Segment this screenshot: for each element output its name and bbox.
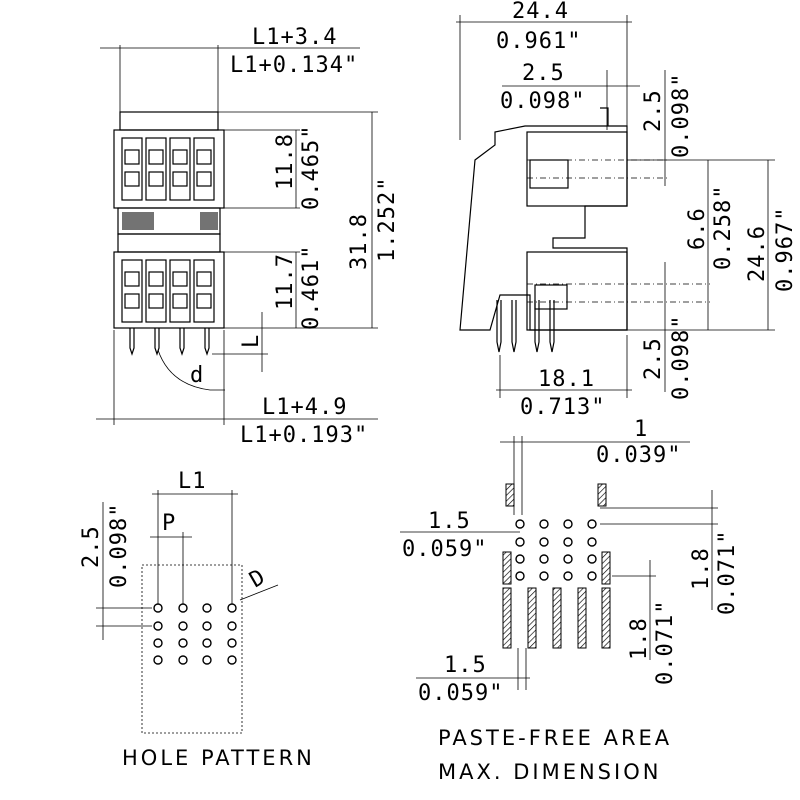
mid-mm: 6.6 bbox=[685, 207, 710, 250]
pin-length-label: L bbox=[239, 334, 264, 348]
lower-cells bbox=[121, 259, 215, 323]
pf-caption-1: PASTE-FREE AREA bbox=[438, 726, 672, 750]
bottom-off-in: 0.098" bbox=[669, 315, 694, 400]
pf-br-mm: 1.8 bbox=[627, 617, 652, 660]
side-view: L1+3.4 L1+0.134" bbox=[96, 25, 400, 448]
pf-bl-in: 0.059" bbox=[418, 681, 503, 706]
hp-row-in: 0.098" bbox=[107, 503, 132, 588]
paste-free-area: 1 0.039" 1.5 0.059" 1.8 0.071" 1.8 0.071… bbox=[400, 417, 740, 784]
total-height-in: 1.252" bbox=[375, 177, 400, 262]
pf-caption-2: MAX. DIMENSION bbox=[438, 760, 661, 784]
pf-hole-grid bbox=[515, 519, 597, 581]
pin-dia-label: d bbox=[190, 363, 204, 388]
pf-left-in: 0.059" bbox=[402, 537, 487, 562]
top-off-in: 0.098" bbox=[669, 73, 694, 158]
mid-in: 0.258" bbox=[711, 185, 736, 270]
pf-top-mm: 1 bbox=[634, 417, 648, 442]
pf-bl-mm: 1.5 bbox=[444, 653, 487, 678]
lower-height-mm: 11.7 bbox=[273, 253, 298, 310]
overall-in: L1+0.193" bbox=[240, 423, 368, 448]
hp-l1: L1 bbox=[178, 469, 207, 494]
upper-cells bbox=[121, 137, 215, 201]
overall-mm: L1+4.9 bbox=[262, 395, 347, 420]
top-off-mm: 2.5 bbox=[641, 89, 666, 132]
hp-d: D bbox=[246, 564, 271, 593]
pf-right-in: 0.071" bbox=[715, 530, 740, 615]
end-view: 24.4 0.961" 2.5 0.098" 2.5 0.098" 6.6 0.… bbox=[456, 0, 798, 420]
end-offset-mm: 2.5 bbox=[522, 61, 565, 86]
hp-row-mm: 2.5 bbox=[79, 525, 104, 568]
hole-pattern: L1 P D 2.5 0.098" HOLE PATTERN bbox=[79, 469, 315, 770]
end-height-mm: 24.6 bbox=[745, 225, 770, 282]
depth-in: 0.713" bbox=[520, 395, 605, 420]
lower-height-in: 0.461" bbox=[299, 245, 324, 330]
depth-mm: 18.1 bbox=[538, 367, 595, 392]
bottom-off-mm: 2.5 bbox=[641, 337, 666, 380]
upper-height-in: 0.465" bbox=[299, 125, 324, 210]
side-width-in: L1+0.134" bbox=[230, 53, 358, 78]
upper-height-mm: 11.8 bbox=[273, 133, 298, 190]
pf-top-in: 0.039" bbox=[596, 443, 681, 468]
side-width-mm: L1+3.4 bbox=[252, 25, 337, 50]
end-width-in: 0.961" bbox=[496, 29, 581, 54]
hole-grid bbox=[153, 603, 237, 665]
pf-br-in: 0.071" bbox=[653, 600, 678, 685]
end-width-mm: 24.4 bbox=[512, 0, 569, 24]
total-height-mm: 31.8 bbox=[347, 213, 372, 270]
hp-p: P bbox=[162, 511, 176, 536]
pf-left-mm: 1.5 bbox=[428, 509, 471, 534]
pf-right-mm: 1.8 bbox=[689, 547, 714, 590]
hole-pattern-caption: HOLE PATTERN bbox=[122, 746, 315, 770]
end-offset-in: 0.098" bbox=[500, 89, 585, 114]
end-height-in: 0.967" bbox=[773, 207, 798, 292]
pins bbox=[129, 328, 210, 356]
